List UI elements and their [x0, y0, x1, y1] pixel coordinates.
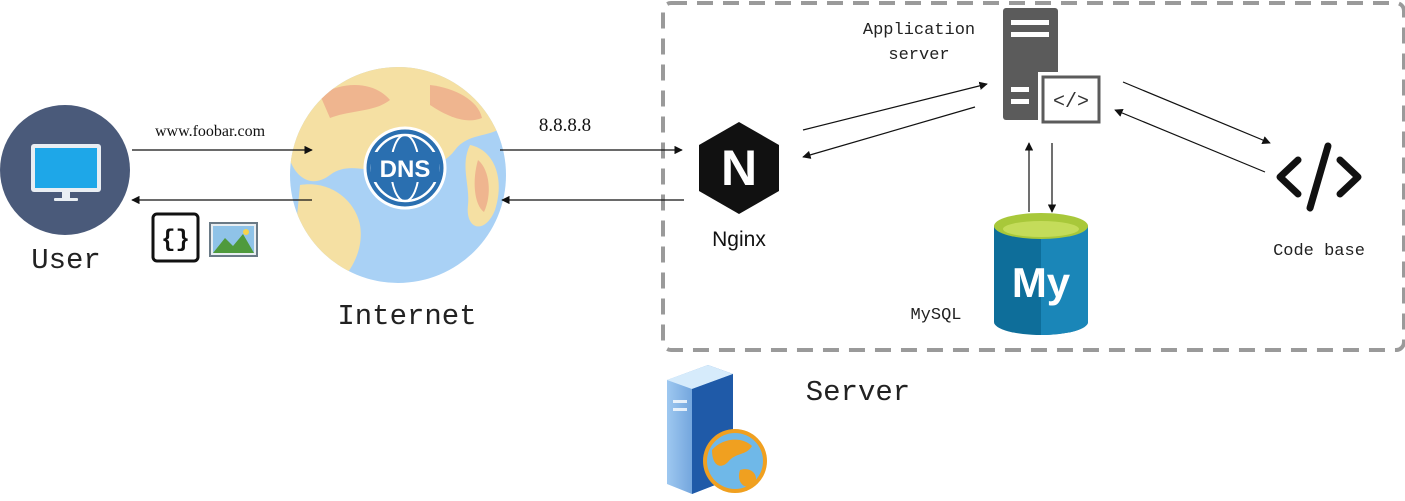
web-server-globe-icon: [667, 365, 767, 494]
edge-app-server-to-code-base: [1122, 81, 1271, 144]
server-code-icon: </>: [1003, 8, 1104, 126]
json-file-glyph: {}: [161, 227, 190, 254]
code-brackets-icon: [1276, 142, 1362, 212]
server-group-label: Server: [806, 376, 910, 409]
edge-nginx-to-app-server: [802, 81, 988, 131]
nginx-node[interactable]: N Nginx: [699, 122, 779, 251]
code-base-node[interactable]: Code base: [1273, 142, 1365, 261]
mysql-label: MySQL: [910, 306, 961, 325]
user-node[interactable]: User: [0, 105, 130, 277]
dns-badge-icon: DNS: [363, 126, 447, 210]
server-group: Server: [667, 365, 910, 494]
mysql-node[interactable]: My MySQL: [910, 213, 1088, 335]
nginx-logo-icon: N: [699, 122, 779, 214]
code-base-label: Code base: [1273, 242, 1365, 261]
json-file-icon: {}: [151, 212, 200, 263]
user-label: User: [31, 244, 101, 277]
internet-label: Internet: [337, 300, 476, 333]
edge-user-to-internet-label: www.foobar.com: [155, 123, 266, 140]
edge-internet-to-nginx: 8.8.8.8: [500, 115, 683, 155]
internet-node[interactable]: DNS Internet: [290, 65, 510, 333]
nginx-label: Nginx: [712, 228, 766, 251]
server-group-border: [661, 1, 1405, 352]
database-icon: My: [994, 213, 1088, 335]
dns-badge-text: DNS: [380, 156, 431, 183]
app-server-label-line1: Application: [863, 21, 975, 40]
edge-code-base-to-app-server: [1114, 109, 1266, 173]
edge-internet-to-nginx-label: 8.8.8.8: [539, 115, 591, 136]
desktop-monitor-icon: [0, 105, 130, 235]
app-server-node[interactable]: Application server </>: [863, 8, 1104, 126]
nginx-logo-letter: N: [721, 140, 757, 196]
edge-user-to-internet: www.foobar.com: [132, 123, 313, 155]
app-server-code-glyph: </>: [1053, 91, 1089, 114]
image-file-icon: [209, 222, 258, 257]
edge-app-server-to-nginx: [802, 106, 976, 159]
mysql-logo-text: My: [1012, 259, 1071, 306]
app-server-label-line2: server: [888, 46, 949, 65]
